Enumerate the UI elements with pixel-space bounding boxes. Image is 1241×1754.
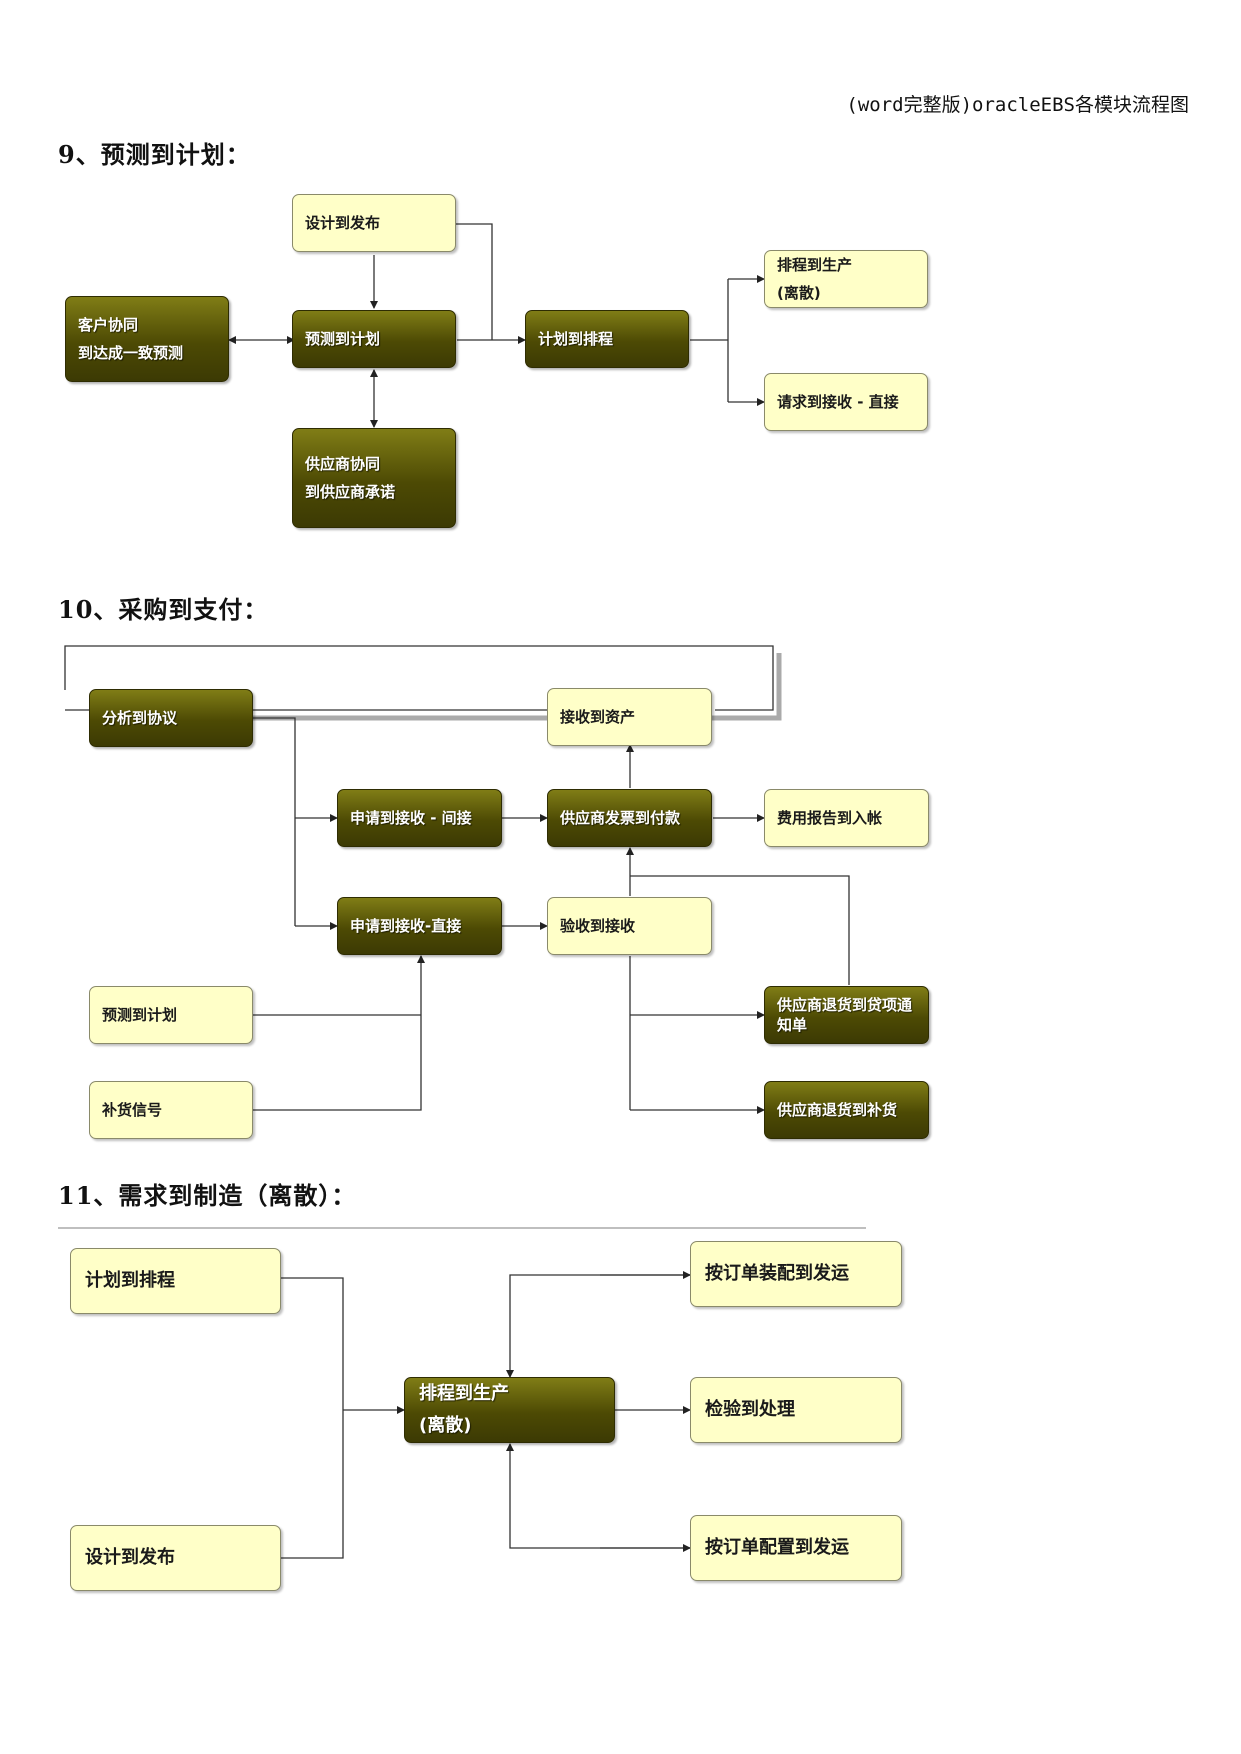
box-label: 补货信号 [102, 1101, 163, 1119]
box-label-line-2: 到供应商承诺 [305, 483, 396, 501]
s11-cto-line [506, 1443, 690, 1549]
box-label-line-2: 知单 [777, 1016, 808, 1034]
s11-schedule-production-box[interactable]: 排程到生产 (离散) [404, 1377, 615, 1443]
s10-loop-shadow [90, 653, 782, 721]
box-label: 验收到接收 [560, 917, 636, 935]
box-label: 申请到接收-直接 [350, 917, 462, 935]
s9-supplier-collab-box[interactable]: 供应商协同 到供应商承诺 [292, 428, 456, 528]
box-label-line-2: (离散) [777, 284, 821, 302]
s10-analysis-down [253, 717, 296, 926]
s10-replenish-signal-box[interactable]: 补货信号 [89, 1081, 253, 1139]
s10-supplier-invoice-box[interactable]: 供应商发票到付款 [547, 789, 712, 847]
box-label: 预测到计划 [102, 1006, 178, 1024]
box-label-line-1: 供应商退货到贷项通 [777, 996, 913, 1014]
box-label: 供应商退货到补货 [777, 1101, 898, 1119]
s10-top-loop [64, 645, 774, 711]
s11-ato-ship-box[interactable]: 按订单装配到发运 [690, 1241, 902, 1307]
s10-analysis-agreement-box[interactable]: 分析到协议 [89, 689, 253, 747]
section-11-title: 11、需求到制造（离散）： [58, 1181, 357, 1210]
box-label-line-1: 供应商协同 [305, 455, 381, 473]
s11-design-release-box[interactable]: 设计到发布 [70, 1525, 281, 1591]
box-label: 分析到协议 [102, 709, 178, 727]
box-label: 预测到计划 [305, 330, 381, 348]
s11-inspect-dispose-box[interactable]: 检验到处理 [690, 1377, 902, 1443]
box-label: 检验到处理 [705, 1399, 795, 1420]
box-label: 接收到资产 [560, 708, 636, 726]
box-label: 按订单配置到发运 [705, 1537, 849, 1558]
s9-schedule-production-box[interactable]: 排程到生产 (离散) [764, 250, 928, 308]
s9-forecast-plan-box[interactable]: 预测到计划 [292, 310, 456, 368]
s11-plan-line [281, 1277, 344, 1559]
box-label: 申请到接收 - 间接 [350, 809, 472, 827]
box-label: 费用报告到入帐 [777, 809, 883, 827]
box-label: 请求到接收 - 直接 [777, 393, 899, 411]
s10-replenish-to-direct [253, 955, 425, 1111]
box-label: 计划到排程 [85, 1270, 175, 1291]
box-label-line-1: 客户协同 [78, 316, 139, 334]
box-label: 计划到排程 [538, 330, 614, 348]
s10-expense-report-box[interactable]: 费用报告到入帐 [764, 789, 929, 847]
s10-forecast-plan-box[interactable]: 预测到计划 [89, 986, 253, 1044]
s11-cto-ship-box[interactable]: 按订单配置到发运 [690, 1515, 902, 1581]
box-label: 设计到发布 [85, 1547, 175, 1568]
box-label: 设计到发布 [305, 214, 381, 232]
box-label: 供应商发票到付款 [560, 809, 681, 827]
s9-request-receipt-box[interactable]: 请求到接收 - 直接 [764, 373, 928, 431]
s10-request-direct-box[interactable]: 申请到接收-直接 [337, 897, 502, 955]
s10-inspection-receipt-box[interactable]: 验收到接收 [547, 897, 712, 955]
s9-plan-schedule-box[interactable]: 计划到排程 [525, 310, 689, 368]
s9-design-release-box[interactable]: 设计到发布 [292, 194, 456, 252]
box-label-line-1: 排程到生产 [419, 1383, 509, 1404]
s9-design-to-plan [456, 223, 493, 340]
section-10-title: 10、采购到支付： [58, 595, 269, 624]
s10-return-credit-up [630, 875, 850, 985]
s10-supplier-return-replenish-box[interactable]: 供应商退货到补货 [764, 1081, 929, 1139]
s9-customer-collab-box[interactable]: 客户协同 到达成一致预测 [65, 296, 229, 382]
s11-ato-line [506, 1274, 690, 1378]
s10-receipt-asset-box[interactable]: 接收到资产 [547, 688, 712, 746]
box-label-line-1: 排程到生产 [777, 256, 853, 274]
box-label-line-2: (离散) [419, 1415, 472, 1436]
section-9-title: 9、预测到计划： [58, 140, 251, 169]
box-label: 按订单装配到发运 [705, 1263, 849, 1284]
document-header: (word完整版)oracleEBS各模块流程图 [846, 94, 1189, 116]
s10-request-indirect-box[interactable]: 申请到接收 - 间接 [337, 789, 502, 847]
box-label-line-2: 到达成一致预测 [78, 344, 184, 362]
s10-supplier-return-credit-box[interactable]: 供应商退货到贷项通 知单 [764, 986, 929, 1044]
s11-plan-schedule-box[interactable]: 计划到排程 [70, 1248, 281, 1314]
